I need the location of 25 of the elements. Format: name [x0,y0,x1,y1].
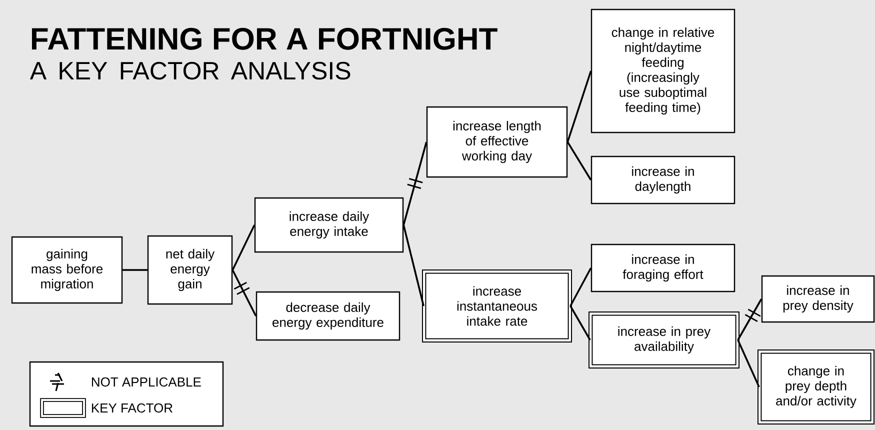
factor-box: gaining mass before migration [11,236,123,304]
branch-line [737,340,760,388]
title: FATTENING FOR A FORTNIGHT [32,28,498,50]
legend-label: KEY FACTOR [92,403,172,413]
branch-line [232,224,256,270]
legend-label: NOT APPLICABLE [92,377,201,387]
factor-box: increase daily energy intake [254,197,404,253]
factor-box: net daily energy gain [147,235,233,305]
subtitle: A KEY FACTOR ANALYSIS [30,62,350,80]
key-factor-box: change in prey depth and/or activity [758,349,874,424]
factor-box: decrease daily energy expenditure [256,291,400,341]
branch-line [122,269,148,271]
factor-box: increase in prey density [761,275,875,323]
branch-line [566,70,592,142]
factor-box: change in relative night/daytime feeding (increasingly use suboptimal feeding time) [590,8,736,134]
factor-box: increase length of effective working day [426,106,568,178]
branch-line [402,224,424,306]
branch-line [737,298,762,340]
key-factor-box: increase in prey availability [588,311,740,368]
factor-box: increase in daylength [590,156,736,204]
key-factor-box: increase instantaneous intake rate [422,270,572,342]
branch-line [232,270,257,316]
branch-line [566,142,592,180]
factor-box: increase in foraging effort [590,244,736,292]
branch-line [402,142,428,226]
